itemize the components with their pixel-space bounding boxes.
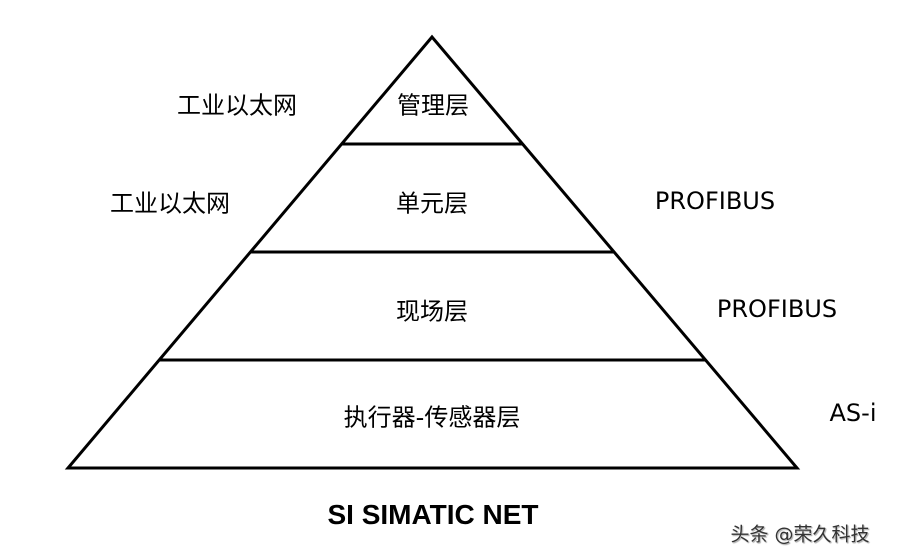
network-label-ethernet-1: 工业以太网 [177, 91, 297, 120]
layer-actuator-sensor-label: 执行器-传感器层 [343, 403, 521, 432]
layer-field-label: 现场层 [396, 297, 468, 326]
layer-management-label: 管理层 [397, 91, 469, 120]
bus-label-profibus-1: PROFIBUS [654, 187, 776, 215]
bus-label-profibus-2: PROFIBUS [716, 295, 838, 323]
layer-cell-label: 单元层 [396, 189, 468, 218]
network-label-ethernet-2: 工业以太网 [110, 189, 230, 218]
bus-label-asi: AS-i [829, 399, 877, 427]
watermark: 头条 @荣久科技 [730, 523, 870, 546]
pyramid-outline [64, 34, 801, 470]
diagram-title: SI SIMATIC NET [327, 499, 539, 530]
